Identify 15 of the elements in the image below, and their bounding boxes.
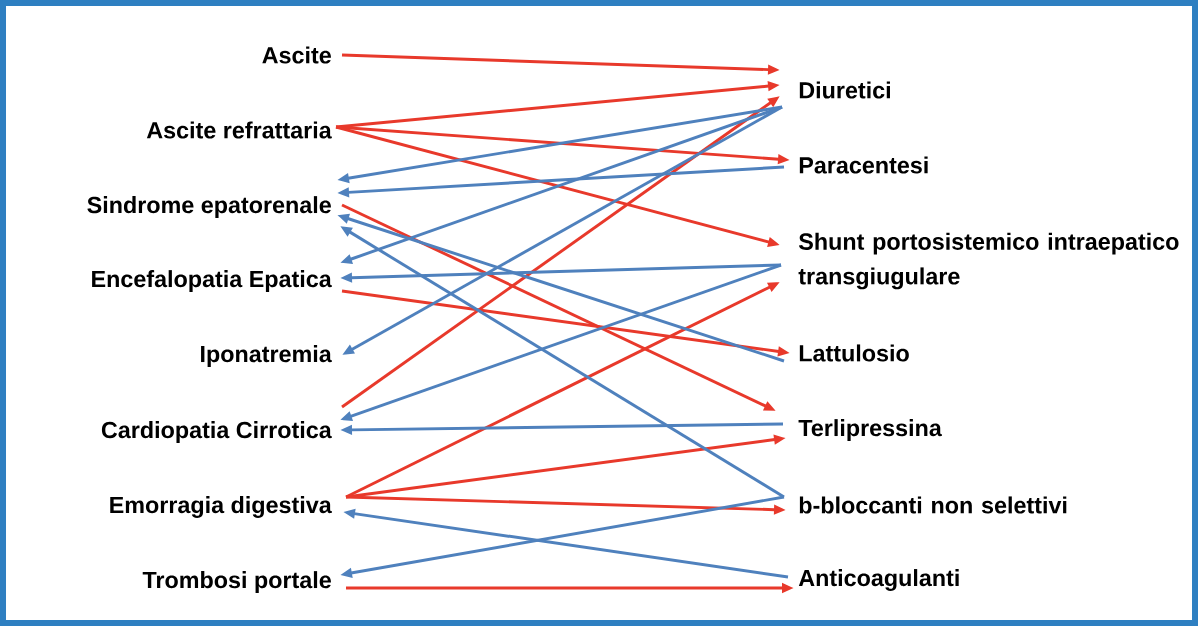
- text-label: Terlipressina: [798, 419, 942, 441]
- text-label: Emorragia digestiva: [110, 496, 332, 518]
- text-label: Iponatremia: [201, 345, 332, 367]
- text-label: Encefalopatia Epatica: [92, 270, 332, 292]
- text-label: Sindrome epatorenale: [87, 196, 331, 218]
- text-label: Paracentesi: [799, 156, 928, 174]
- text-label: Ascite: [262, 46, 331, 64]
- text-label: Cardiopatia Cirrotica: [101, 421, 332, 443]
- text-label: Anticoagulanti: [798, 569, 959, 591]
- text-label: Shunt portosistemico intraepatico transgiugulare: [798, 232, 1179, 290]
- text-label: Lattulosio: [799, 344, 909, 362]
- text-label: Trombosi portale: [142, 571, 331, 593]
- text-label: b-bloccanti non selettivi: [799, 496, 1067, 514]
- text-label: Diuretici: [799, 81, 890, 99]
- text-label: Ascite refrattaria: [146, 121, 332, 139]
